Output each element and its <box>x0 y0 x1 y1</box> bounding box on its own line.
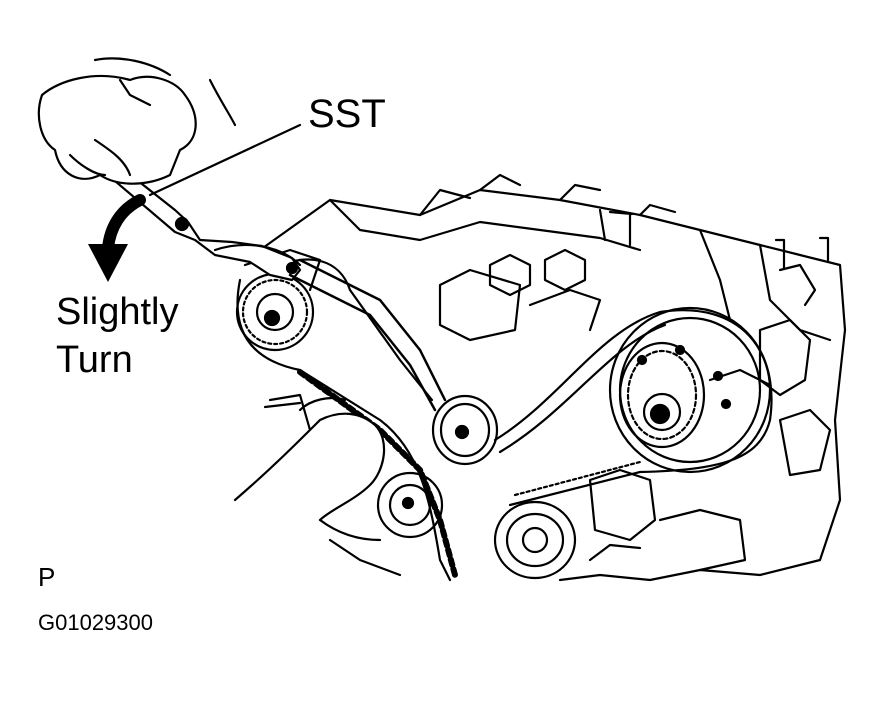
timing-belt <box>236 258 773 582</box>
right-camshaft-pulley <box>608 306 772 474</box>
view-marker: P <box>38 562 56 592</box>
lower-hand <box>233 396 386 542</box>
sst-tool <box>46 108 447 412</box>
turn-direction-arrow-icon <box>88 194 146 282</box>
figure-code: G01029300 <box>38 610 153 635</box>
upper-hand <box>37 57 237 185</box>
instruction-label: Slightly Turn <box>56 288 179 384</box>
sst-leader-line <box>148 123 302 197</box>
sst-label: SST <box>308 92 386 136</box>
instruction-line-2: Turn <box>56 339 133 381</box>
idler-pulley <box>431 394 499 466</box>
water-pump-pulley <box>493 500 577 580</box>
instruction-line-1: Slightly <box>56 291 179 333</box>
crankshaft-pulley <box>376 471 444 539</box>
engine-block <box>258 173 847 582</box>
